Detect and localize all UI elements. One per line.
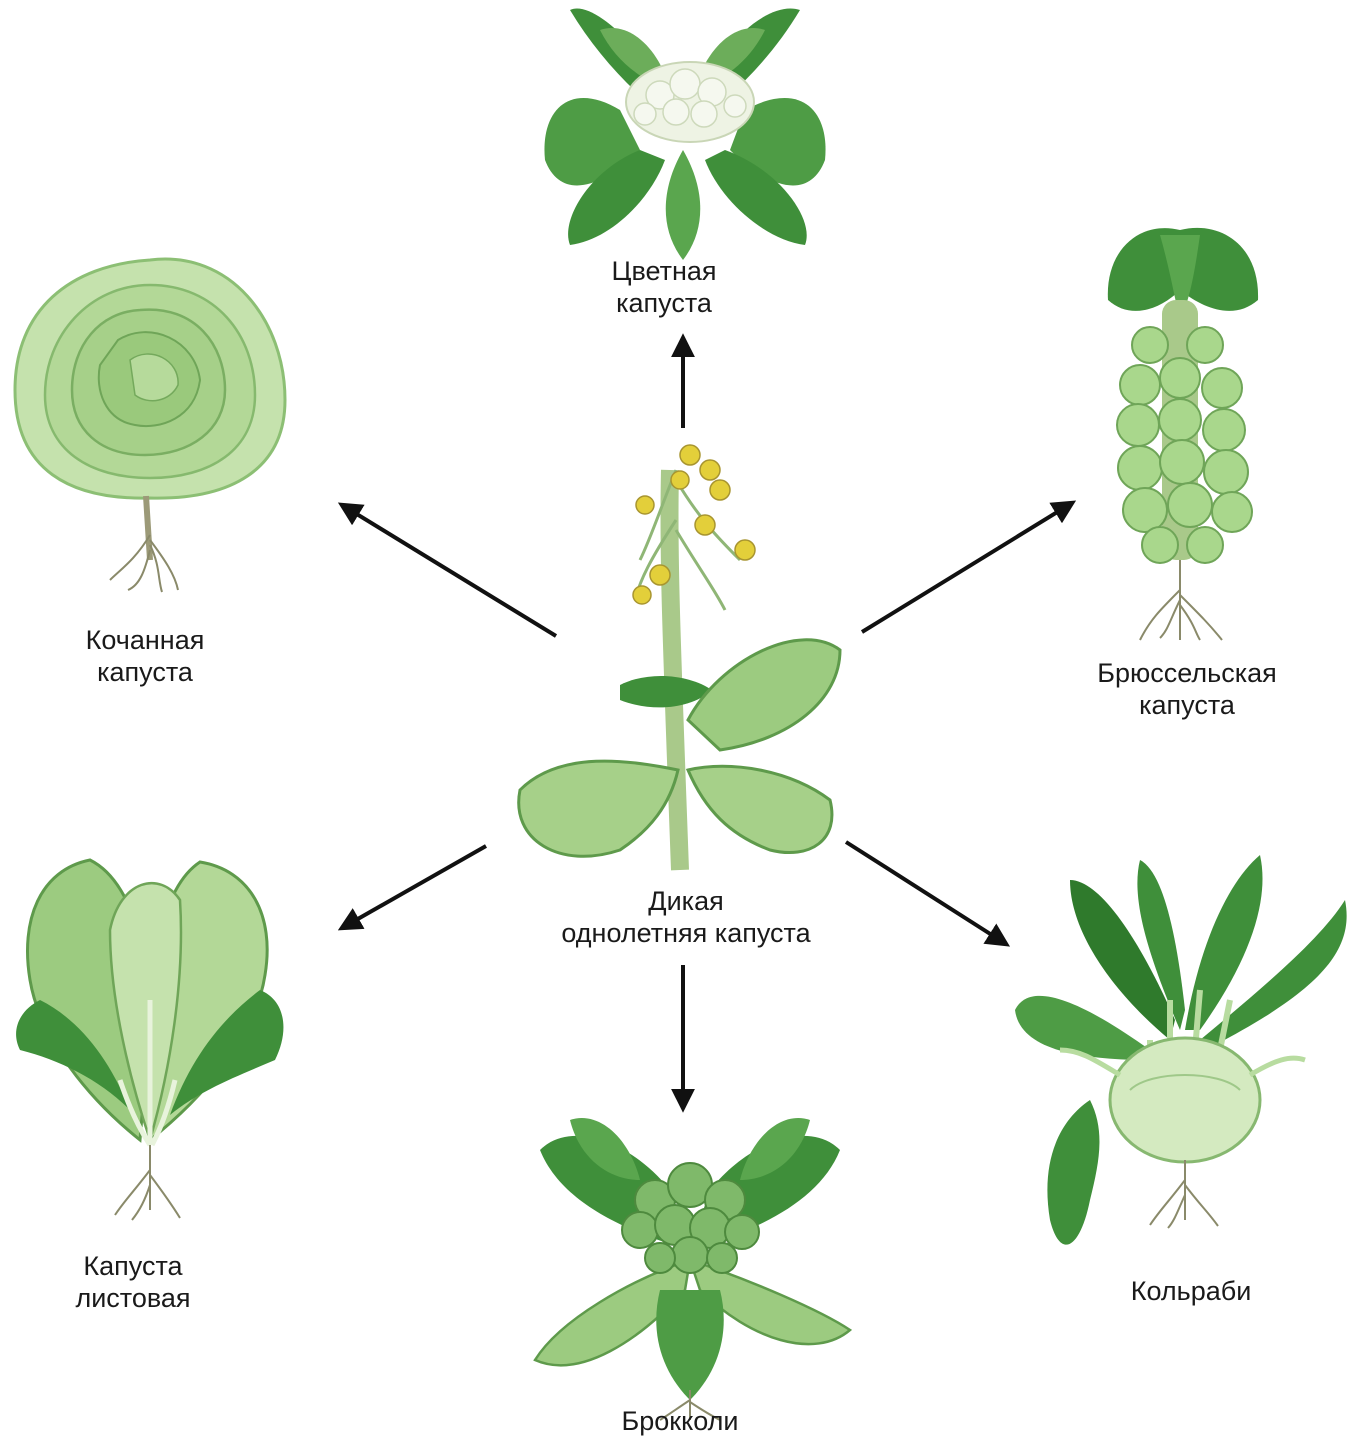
- label-kohlrabi-line1: Кольраби: [1131, 1275, 1252, 1307]
- label-wild-cabbage-line1: Дикая: [561, 885, 810, 917]
- label-cauliflower: Цветная капуста: [611, 255, 716, 319]
- label-broccoli: Брокколи: [622, 1405, 739, 1437]
- arrow-to-brussels-sprouts: [862, 503, 1072, 632]
- leaf-cabbage-illustration: [16, 860, 283, 1220]
- arrow-to-head-cabbage: [342, 505, 556, 636]
- kohlrabi-illustration: [1015, 855, 1347, 1245]
- cauliflower-illustration: [544, 8, 825, 260]
- arrow-to-leaf-cabbage: [342, 846, 486, 928]
- label-head-cabbage-line2: капуста: [86, 656, 205, 688]
- label-wild-cabbage-line2: однолетняя капуста: [561, 917, 810, 949]
- broccoli-illustration: [535, 1118, 850, 1420]
- label-cauliflower-line1: Цветная: [611, 255, 716, 287]
- wild-cabbage-illustration: [519, 445, 840, 870]
- label-leaf-cabbage: Капуста листовая: [75, 1250, 190, 1314]
- brussels-sprouts-illustration: [1108, 228, 1258, 640]
- label-kohlrabi: Кольраби: [1131, 1275, 1252, 1307]
- label-brussels-sprouts-line2: капуста: [1097, 689, 1276, 721]
- label-head-cabbage-line1: Кочанная: [86, 624, 205, 656]
- label-wild-cabbage: Дикая однолетняя капуста: [561, 885, 810, 949]
- arrow-to-kohlrabi: [846, 842, 1006, 944]
- label-brussels-sprouts-line1: Брюссельская: [1097, 657, 1276, 689]
- label-cauliflower-line2: капуста: [611, 287, 716, 319]
- label-broccoli-line1: Брокколи: [622, 1405, 739, 1437]
- label-head-cabbage: Кочанная капуста: [86, 624, 205, 688]
- head-cabbage-illustration: [15, 259, 285, 592]
- label-leaf-cabbage-line2: листовая: [75, 1282, 190, 1314]
- label-leaf-cabbage-line1: Капуста: [75, 1250, 190, 1282]
- label-brussels-sprouts: Брюссельская капуста: [1097, 657, 1276, 721]
